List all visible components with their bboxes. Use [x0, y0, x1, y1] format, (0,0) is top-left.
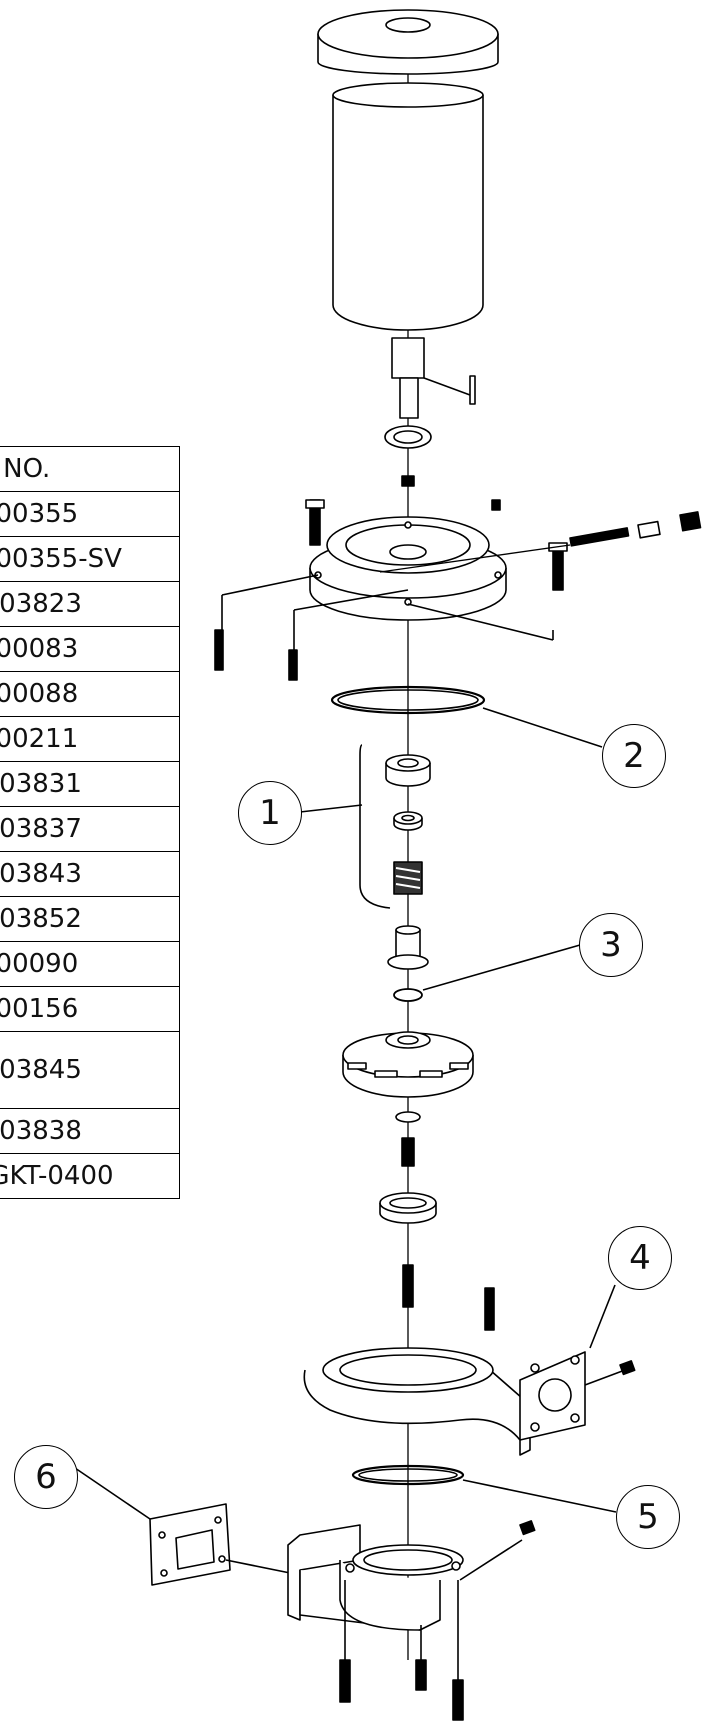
impeller [342, 1031, 474, 1098]
adapter-bracket [309, 516, 507, 621]
mechanical-seal [385, 754, 431, 895]
table-row: -GKT-0400 [0, 1153, 180, 1199]
tie-rod [379, 511, 702, 573]
table-row: S00355-SV [0, 536, 180, 582]
table-row: 000156 [0, 986, 180, 1032]
impeller-washer [395, 1111, 421, 1123]
stud-side [484, 1287, 495, 1331]
table-row: G03838 [0, 1108, 180, 1154]
impeller-bolt [401, 1137, 415, 1167]
table-row: 000090 [0, 941, 180, 987]
casing-gasket [330, 685, 486, 715]
table-row: G03843 [0, 851, 180, 897]
callout-leaders [74, 707, 617, 1520]
table-row: G03823 [0, 581, 180, 627]
table-row: G03845 [0, 1031, 180, 1109]
volute-casing [303, 1347, 636, 1456]
wear-ring [379, 1192, 437, 1224]
callout-4: 4 [608, 1226, 672, 1290]
callout-6: 6 [14, 1445, 78, 1509]
callout-1: 1 [238, 781, 302, 845]
table-row: G03852 [0, 896, 180, 942]
motor-cap [317, 9, 499, 75]
table-row: G03831 [0, 761, 180, 807]
seal-bracket [359, 744, 391, 909]
parts-number-table: T NO. S00355 S00355-SV G03823 000083 000… [0, 446, 180, 1199]
small-nut [401, 475, 415, 487]
shaft-sleeve [387, 925, 429, 970]
table-row: 000088 [0, 671, 180, 717]
slinger-ring [384, 425, 432, 449]
motor-body [332, 82, 484, 331]
table-header: T NO. [0, 446, 180, 492]
table-row: 000211 [0, 716, 180, 762]
stud-center [402, 1264, 414, 1308]
bracket-bolts [214, 499, 568, 681]
motor-shaft [391, 337, 476, 419]
suction-base [287, 1520, 536, 1631]
callout-5: 5 [616, 1485, 680, 1549]
callout-2: 2 [602, 724, 666, 788]
table-row: 000083 [0, 626, 180, 672]
table-row: G03837 [0, 806, 180, 852]
table-row: S00355 [0, 491, 180, 537]
callout-3: 3 [579, 913, 643, 977]
suction-flange [149, 1503, 301, 1586]
lower-o-ring [351, 1464, 465, 1486]
base-bolts [339, 1580, 464, 1721]
o-ring-small [393, 988, 423, 1002]
